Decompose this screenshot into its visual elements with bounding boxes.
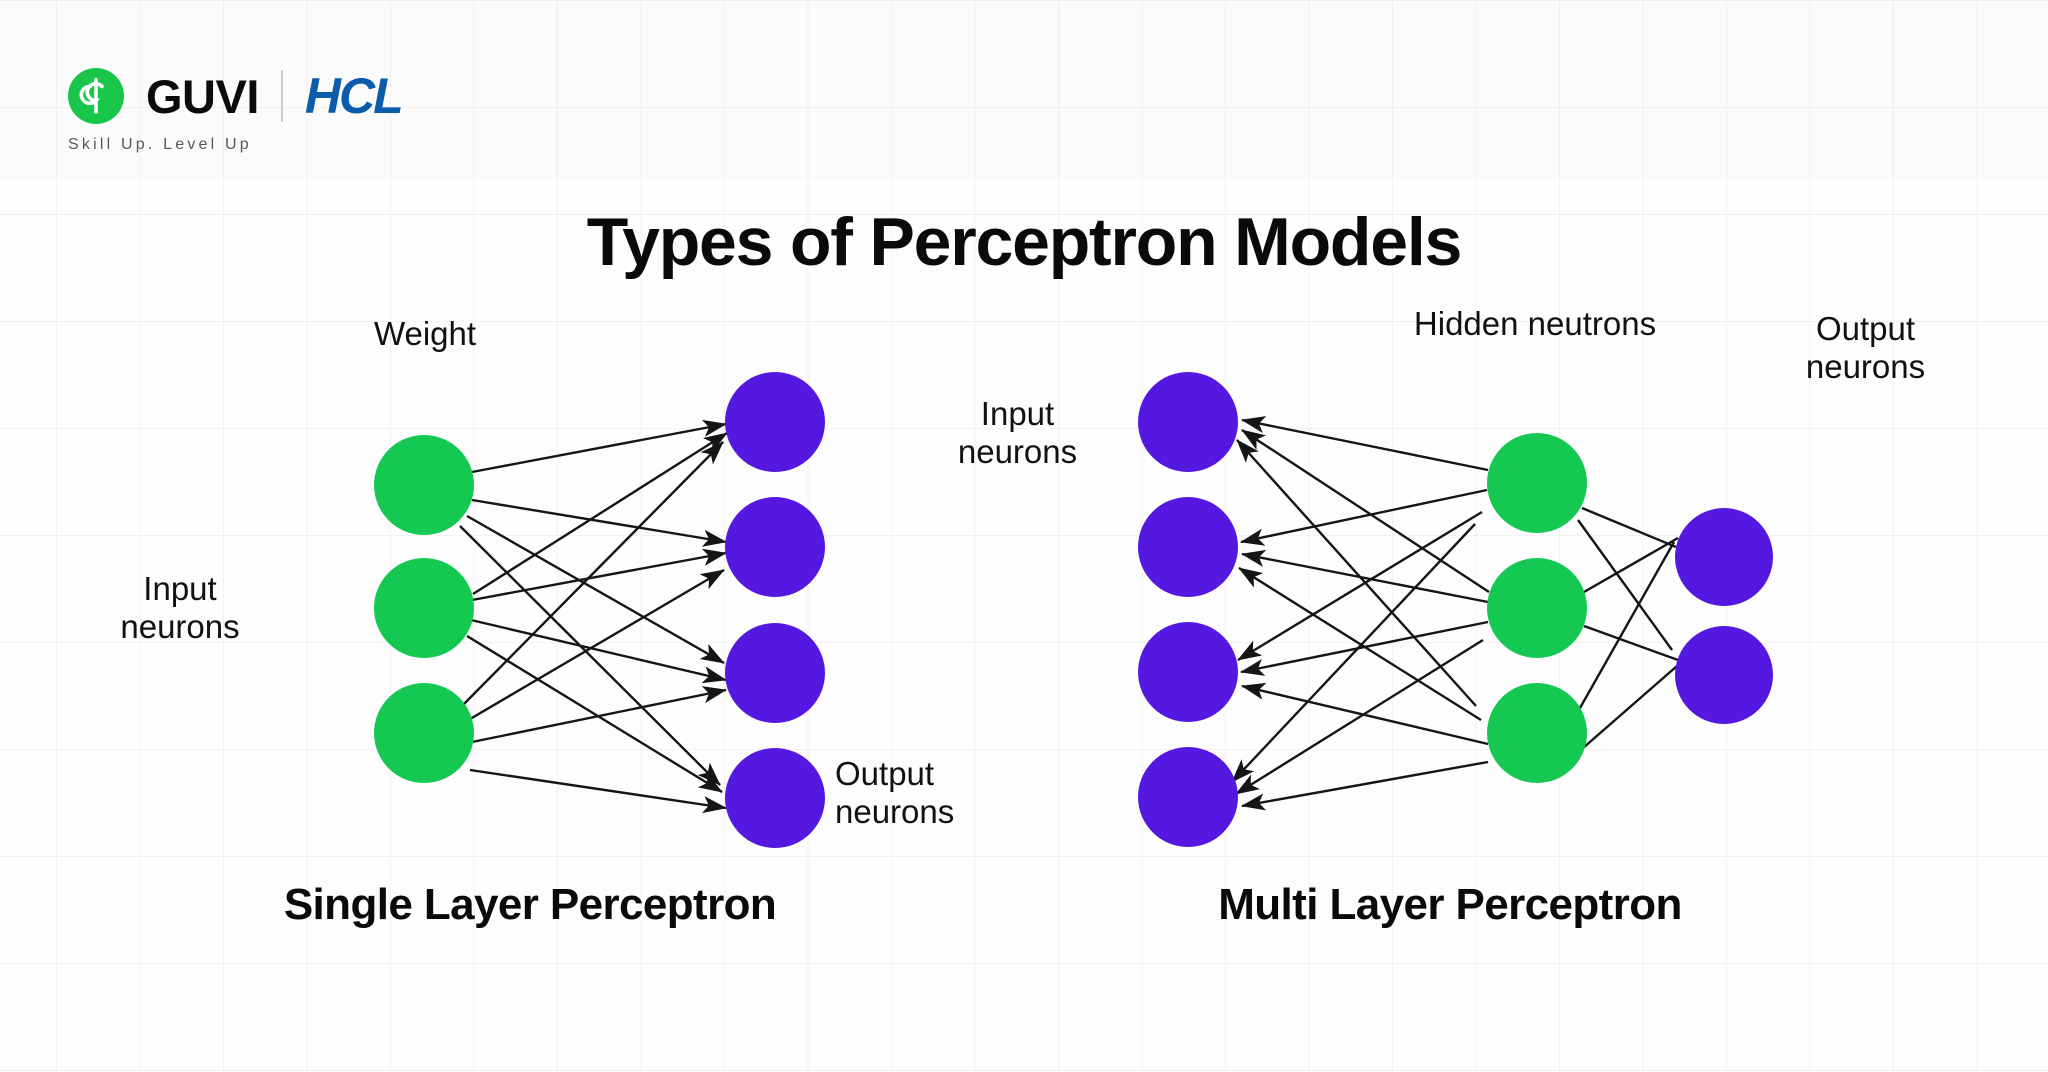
node-output-4: [725, 748, 825, 848]
node-input-3: [1138, 622, 1238, 722]
node-input-1: [1138, 372, 1238, 472]
label-output-neurons: Output neurons: [835, 755, 955, 831]
mlp-output-nodes: [1675, 508, 1773, 724]
brand-logo: GUVI HCL Skill Up. Level Up: [68, 68, 404, 154]
multi-layer-network-svg: [1138, 372, 1773, 847]
diagram-multi-layer-perceptron: Input neurons Hidden neutrons Output neu…: [958, 305, 1940, 930]
node-output-2: [1675, 626, 1773, 724]
node-input-4: [1138, 747, 1238, 847]
mlp-edges-input-hidden: [1231, 416, 1490, 811]
label-input-neurons: Input neurons: [957, 395, 1078, 471]
hcl-wordmark: HCL: [304, 68, 404, 124]
node-input-2: [374, 558, 474, 658]
page-title: Types of Perceptron Models: [586, 204, 1463, 280]
guvi-g-icon: [68, 68, 124, 124]
node-output-2: [725, 497, 825, 597]
mlp-hidden-nodes: [1487, 433, 1587, 783]
slp-input-nodes: [374, 435, 474, 783]
node-output-1: [725, 372, 825, 472]
node-input-3: [374, 683, 474, 783]
label-output-neurons: Output neurons: [1805, 310, 1926, 386]
label-hidden-neutrons: Hidden neutrons: [1413, 305, 1657, 342]
caption-multi-layer-perceptron: Multi Layer Perceptron: [1218, 880, 1682, 929]
logo-divider: [280, 70, 283, 122]
diagram-single-layer-perceptron: Weight Input neurons Output neurons: [120, 315, 954, 930]
mlp-edges-hidden-output: [1577, 506, 1679, 749]
node-hidden-3: [1487, 683, 1587, 783]
node-hidden-1: [1487, 433, 1587, 533]
brand-tagline: Skill Up. Level Up: [68, 136, 252, 153]
label-weight: Weight: [373, 315, 477, 352]
slp-edges: [459, 419, 728, 814]
mlp-input-nodes: [1138, 372, 1238, 847]
slp-output-nodes: [725, 372, 825, 848]
single-layer-network-svg: [374, 372, 825, 848]
guvi-wordmark: GUVI: [146, 69, 259, 123]
node-output-1: [1675, 508, 1773, 606]
node-input-1: [374, 435, 474, 535]
label-input-neurons: Input neurons: [120, 570, 240, 646]
node-hidden-2: [1487, 558, 1587, 658]
node-input-2: [1138, 497, 1238, 597]
logo-row: GUVI HCL: [68, 68, 404, 124]
node-output-3: [725, 623, 825, 723]
caption-single-layer-perceptron: Single Layer Perceptron: [283, 880, 777, 929]
